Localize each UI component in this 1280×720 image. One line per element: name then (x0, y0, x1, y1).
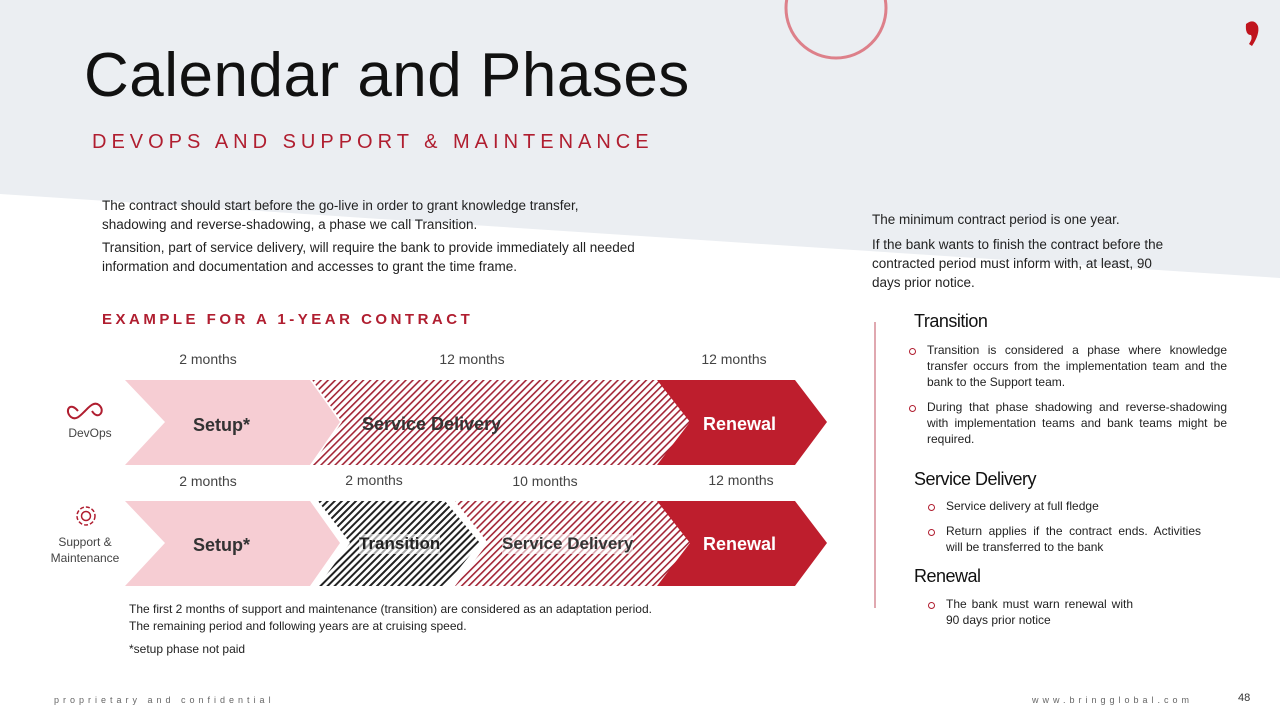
bullet: During that phase shadowing and reverse-… (909, 399, 1227, 447)
phase-label: Renewal (703, 534, 777, 554)
footer-confidential: proprietary and confidential (54, 695, 275, 705)
footer-website[interactable]: www.bringglobal.com (1032, 695, 1194, 705)
notes: The first 2 months of support and mainte… (129, 601, 652, 658)
page-subtitle: DEVOPS AND SUPPORT & MAINTENANCE (92, 131, 654, 153)
duration-label: 2 months (179, 351, 237, 367)
bullet: Return applies if the contract ends. Act… (928, 523, 1201, 555)
example-heading: EXAMPLE FOR A 1-YEAR CONTRACT (102, 311, 474, 328)
phase-label: Renewal (703, 414, 777, 434)
phase-label: Setup* (193, 535, 251, 555)
phase-label: Service Delivery (502, 534, 634, 554)
phase-label: Setup* (193, 415, 251, 435)
bullet: Service delivery at full fledge (928, 498, 1201, 514)
support-label: Support & Maintenance (50, 535, 120, 565)
infinity-icon (67, 402, 103, 420)
duration-label: 12 months (708, 472, 774, 488)
brand-logo (1245, 21, 1259, 46)
bullet: Transition is considered a phase where k… (909, 342, 1227, 390)
support-renewal-chevron (657, 501, 827, 586)
note-text: The first 2 months of support and mainte… (129, 602, 652, 616)
note-text: The remaining period and following years… (129, 619, 467, 633)
decorative-circle (784, 0, 888, 60)
intro-text: The contract should start before the go-… (102, 196, 642, 276)
duration-label: 12 months (439, 351, 505, 367)
duration-label: 2 months (345, 472, 403, 488)
intro-paragraph: The contract should start before the go-… (102, 198, 579, 232)
devops-service-chevron (312, 380, 705, 465)
page-title: Calendar and Phases (84, 41, 690, 110)
gear-icon (76, 506, 96, 526)
duration-label: 10 months (512, 473, 578, 489)
section-title: Renewal (914, 566, 981, 586)
duration-label: 2 months (179, 473, 237, 489)
intro-paragraph: Transition, part of service delivery, wi… (102, 240, 635, 274)
devops-label: DevOps (68, 426, 112, 440)
note-text: *setup phase not paid (129, 642, 246, 656)
duration-label: 12 months (701, 351, 767, 367)
support-setup-chevron (125, 501, 340, 586)
section-title: Transition (914, 311, 988, 331)
section-title: Service Delivery (914, 469, 1037, 489)
devops-renewal-chevron (657, 380, 827, 465)
right-intro-paragraph: The minimum contract period is one year. (872, 212, 1120, 227)
right-intro-paragraph: If the bank wants to finish the contract… (872, 237, 1164, 290)
phase-label: Transition (359, 534, 441, 554)
bullet: The bank must warn renewal with 90 days … (928, 596, 1133, 628)
devops-setup-chevron (125, 380, 340, 465)
right-intro: The minimum contract period is one year.… (872, 210, 1172, 292)
page-number: 48 (1238, 692, 1251, 704)
phase-label: Service Delivery (362, 414, 502, 434)
